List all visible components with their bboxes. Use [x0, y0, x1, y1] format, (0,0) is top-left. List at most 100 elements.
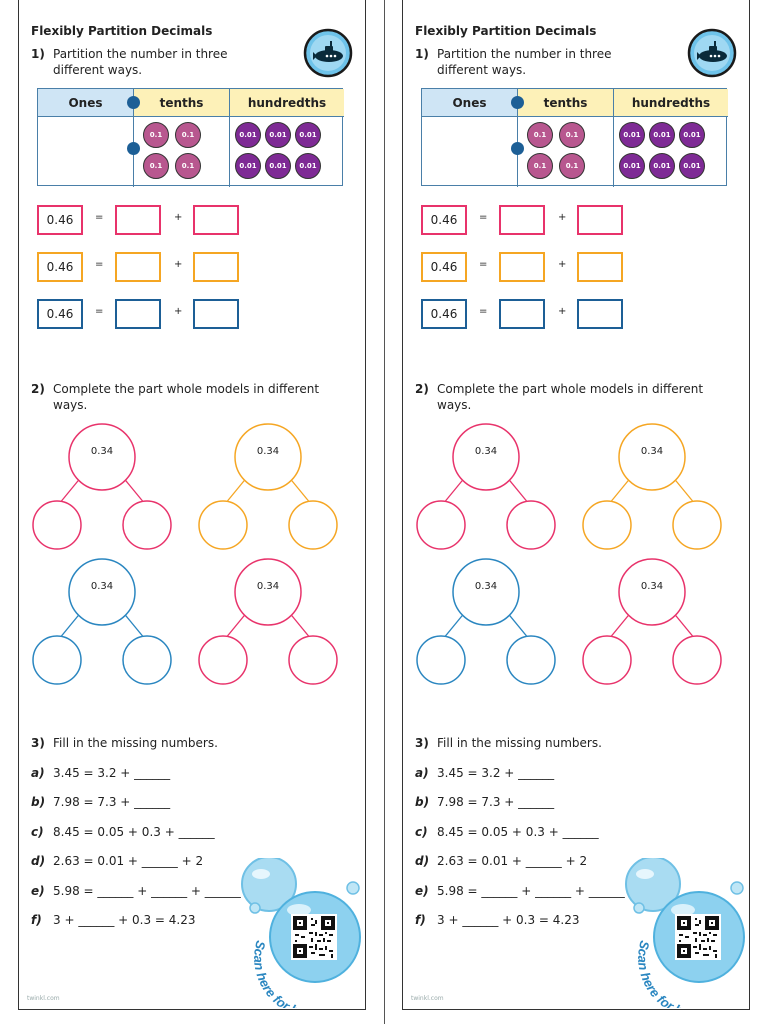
item-expression: 7.98 = 7.3 + ______ — [437, 795, 555, 810]
equals-sign: = — [479, 306, 488, 317]
part-circle — [122, 635, 172, 685]
partition-row: 0.46=+ — [37, 252, 247, 282]
q2-text: Complete the part whole models in differ… — [437, 382, 704, 412]
scan-for-help-bubble[interactable]: Scan here for help! — [619, 856, 749, 1008]
svg-text:Scan here for help!: Scan here for help! — [251, 939, 321, 1008]
item-expression: 8.45 = 0.05 + 0.3 + ______ — [53, 824, 215, 839]
qr-code-icon[interactable] — [291, 914, 337, 960]
footer-brand: twinkl.com — [27, 995, 60, 1002]
item-letter: a) — [415, 766, 429, 780]
item-letter: d) — [31, 854, 46, 869]
hundredth-counter: 0.01 — [265, 122, 291, 148]
whole-circle — [234, 423, 302, 491]
header-tenths: tenths — [518, 89, 614, 117]
given-number-box: 0.46 — [421, 205, 467, 235]
plus-sign: + — [174, 306, 183, 317]
answer-box[interactable] — [577, 205, 623, 235]
item-expression: 5.98 = ______ + ______ + ______ — [437, 883, 625, 898]
column-divider — [613, 117, 614, 187]
part-circle — [32, 500, 82, 550]
partition-row: 0.46=+ — [37, 205, 247, 235]
scan-for-help-bubble[interactable]: Scan here for help! — [235, 856, 365, 1008]
partition-row: 0.46=+ — [421, 299, 631, 329]
hundredth-counter: 0.01 — [649, 122, 675, 148]
hundredth-counter: 0.01 — [235, 153, 261, 179]
whole-value: 0.34 — [640, 446, 664, 457]
whole-circle — [452, 423, 520, 491]
item-expression: 5.98 = ______ + ______ + ______ — [53, 883, 241, 898]
answer-box[interactable] — [499, 299, 545, 329]
answer-box[interactable] — [193, 205, 239, 235]
item-expression: 3.45 = 3.2 + ______ — [53, 766, 171, 780]
answer-box[interactable] — [499, 252, 545, 282]
part-circle — [32, 635, 82, 685]
item-expression: 2.63 = 0.01 + ______ + 2 — [53, 854, 204, 869]
part-whole-model: 0.34 — [577, 420, 727, 550]
column-divider — [229, 117, 230, 187]
hundredth-counter: 0.01 — [619, 153, 645, 179]
item-expression: 7.98 = 7.3 + ______ — [53, 795, 171, 810]
q2-text: Complete the part whole models in differ… — [53, 382, 320, 412]
equals-sign: = — [479, 259, 488, 270]
worksheet-right: Flexibly Partition Decimals 1) Partition… — [402, 0, 750, 1010]
answer-box[interactable] — [577, 299, 623, 329]
hundredth-counter: 0.01 — [295, 122, 321, 148]
plus-sign: + — [558, 306, 567, 317]
part-whole-model: 0.34 — [27, 555, 177, 685]
q3-number: 3) — [415, 736, 429, 750]
answer-box[interactable] — [577, 252, 623, 282]
tenth-counter: 0.1 — [559, 122, 585, 148]
plus-sign: + — [558, 259, 567, 270]
whole-value: 0.34 — [256, 581, 280, 592]
whole-circle — [234, 558, 302, 626]
part-circle — [122, 500, 172, 550]
hundredth-counter: 0.01 — [649, 153, 675, 179]
scan-help-text: Scan here for help! — [251, 939, 321, 1008]
given-number-box: 0.46 — [37, 252, 83, 282]
worksheet-title: Flexibly Partition Decimals — [31, 24, 213, 38]
tenth-counter: 0.1 — [175, 153, 201, 179]
decimal-point-dot — [127, 96, 140, 109]
whole-value: 0.34 — [640, 581, 664, 592]
hundredth-counter: 0.01 — [235, 122, 261, 148]
partition-row: 0.46=+ — [421, 252, 631, 282]
item-letter: c) — [31, 824, 44, 839]
item-expression: 8.45 = 0.05 + 0.3 + ______ — [437, 824, 599, 839]
answer-box[interactable] — [115, 299, 161, 329]
tenth-counter: 0.1 — [527, 122, 553, 148]
tenth-counter: 0.1 — [175, 122, 201, 148]
whole-value: 0.34 — [90, 581, 114, 592]
footer-brand: twinkl.com — [411, 995, 444, 1002]
given-number-box: 0.46 — [37, 299, 83, 329]
scan-text-arc: Scan here for help! — [251, 939, 321, 1008]
header-hundredths: hundredths — [614, 89, 728, 117]
plus-sign: + — [174, 259, 183, 270]
whole-circle — [68, 423, 136, 491]
submarine-logo-icon — [687, 28, 737, 78]
qr-code-icon[interactable] — [675, 914, 721, 960]
part-whole-model: 0.34 — [193, 420, 343, 550]
part-circle — [672, 635, 722, 685]
item-letter: e) — [415, 883, 429, 898]
answer-box[interactable] — [193, 252, 239, 282]
header-tenths: tenths — [134, 89, 230, 117]
answer-box[interactable] — [193, 299, 239, 329]
part-whole-model: 0.34 — [577, 555, 727, 685]
header-ones: Ones — [422, 89, 518, 117]
decimal-point-dot — [511, 142, 524, 155]
answer-box[interactable] — [115, 252, 161, 282]
whole-value: 0.34 — [474, 446, 498, 457]
answer-box[interactable] — [499, 205, 545, 235]
decimal-point-dot — [127, 142, 140, 155]
whole-circle — [452, 558, 520, 626]
item-letter: f) — [31, 913, 42, 927]
item-letter: f) — [415, 913, 426, 927]
item-letter: b) — [415, 795, 430, 810]
scan-text-arc: Scan here for help! — [635, 939, 705, 1008]
answer-box[interactable] — [115, 205, 161, 235]
header-ones: Ones — [38, 89, 134, 117]
whole-value: 0.34 — [474, 581, 498, 592]
part-circle — [506, 500, 556, 550]
item-expression: 3 + ______ + 0.3 = 4.23 — [437, 913, 580, 927]
